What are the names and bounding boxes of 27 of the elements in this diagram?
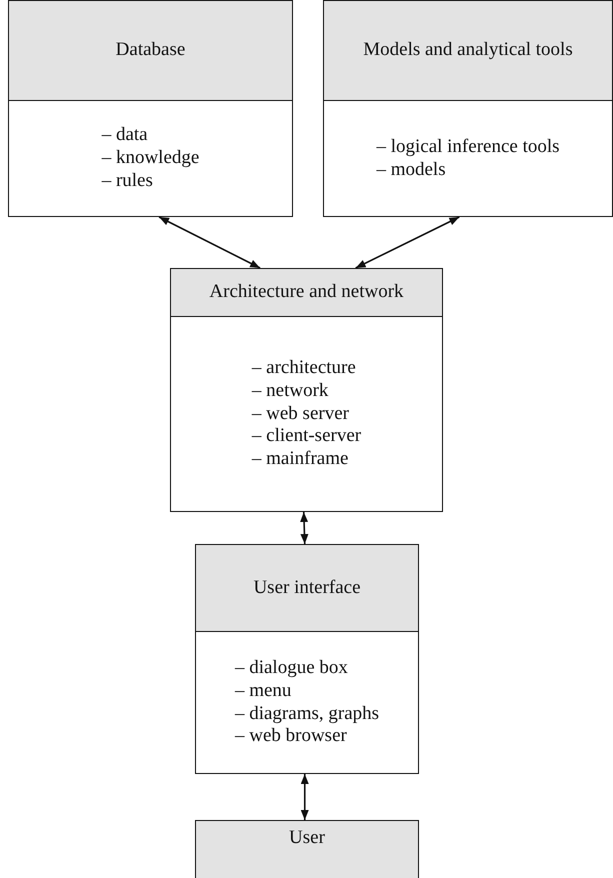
list-item: – web browser: [234, 725, 347, 748]
process-box: [170, 268, 443, 512]
list-item: – data: [102, 124, 148, 148]
double-arrow: [300, 774, 309, 820]
list-item: – client-server: [252, 425, 362, 448]
box-header: Database: [9, 1, 292, 101]
list-item: – network: [252, 380, 328, 403]
list-item: – knowledge: [102, 147, 200, 170]
list-item: – diagrams, graphs: [234, 702, 380, 726]
list-item: – logical inference tools: [376, 136, 560, 158]
list-item: – architecture: [252, 357, 356, 380]
process-box: [8, 0, 293, 217]
list-item: – rules: [102, 170, 153, 193]
box-header: User interface: [196, 545, 418, 632]
box-header: Architecture and network: [171, 269, 442, 317]
box-header: User: [196, 821, 418, 878]
double-arrow: [355, 216, 460, 269]
box-header: Models and analytical tools: [324, 1, 612, 101]
process-box: [195, 544, 419, 774]
list-item: – web server: [252, 402, 349, 426]
list-item: – mainframe: [252, 448, 348, 471]
list-item: – menu: [234, 680, 292, 702]
double-arrow: [158, 216, 260, 269]
double-arrow: [300, 512, 308, 544]
list-item: – models: [376, 158, 446, 182]
process-box: [323, 0, 613, 217]
list-item: – dialogue box: [234, 656, 348, 680]
